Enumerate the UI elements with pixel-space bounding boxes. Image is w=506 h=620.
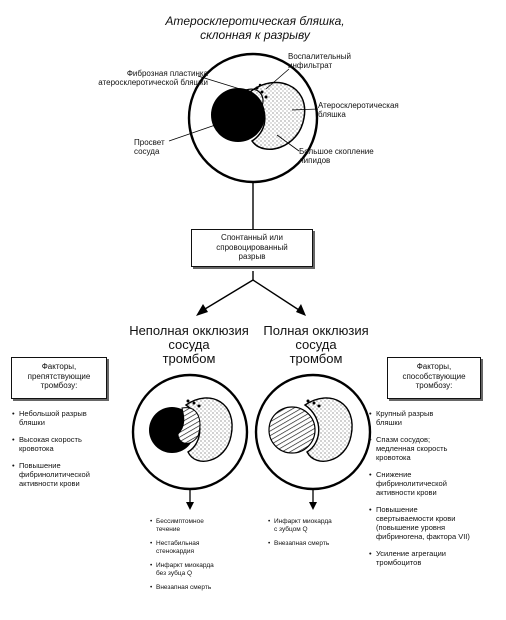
right-flow-arrowhead [296,304,306,316]
incomplete-vessel-cross-section [131,373,249,491]
complete-outcomes-list: Инфаркт миокарда с зубцом Q Внезапная см… [268,518,368,554]
right-factors-list: Крупный разрыв бляшки Спазм сосудов; мед… [369,409,504,575]
complete-plaque [303,397,353,462]
complete-occlusion-title: Полная окклюзия сосуда тромбом [263,323,369,366]
left-factor-item: Высокая скорость кровотока [12,435,124,453]
top-inflammatory-infiltrate [255,83,268,99]
left-factors-box: Факторы, препятствующие тромбозу: [11,357,107,399]
left-factor-item: Повышение фибринолитической активности к… [12,461,124,488]
right-factors-box: Факторы, способствующие тромбозу: [387,357,481,399]
right-factor-item: Спазм сосудов; медленная скорость кровот… [369,435,504,462]
incomplete-outcome-arrowhead [186,502,194,510]
complete-outcome-item: Инфаркт миокарда с зубцом Q [268,518,368,534]
label-inflammatory-infiltrate: Воспалительный инфильтрат [288,52,351,70]
incomplete-thrombus [177,407,201,444]
right-factor-item: Повышение свертываемости крови (повышени… [369,505,504,541]
complete-inflammatory-infiltrate [306,399,321,408]
complete-outcome-item: Внезапная смерть [268,540,368,548]
label-fibrous-cap: Фиброзная пластинка атеросклеротической … [98,69,208,87]
top-vessel-cross-section [187,52,319,184]
label-lipid-pool: Большое скопление липидов [299,147,374,165]
incomplete-outcome-item: Внезапная смерть [150,584,260,592]
flow-connectors [199,182,303,313]
left-factor-item: Небольшой разрыв бляшки [12,409,124,427]
complete-outcome-arrowhead [309,502,317,510]
right-factor-item: Снижение фибринолитической активности кр… [369,470,504,497]
incomplete-occlusion-title: Неполная окклюзия сосуда тромбом [129,323,249,366]
left-flow-arrowhead [196,304,208,316]
incomplete-inflammatory-infiltrate [186,399,201,408]
complete-thrombus [268,406,316,454]
top-lumen [211,88,265,142]
left-factors-list: Небольшой разрыв бляшки Высокая скорость… [12,409,124,496]
incomplete-outcome-item: Нестабильная стенокардия [150,540,260,556]
label-lumen: Просвет сосуда [134,138,165,156]
incomplete-outcome-item: Инфаркт миокарда без зубца Q [150,562,260,578]
rupture-box: Спонтанный или спровоцированный разрыв [191,229,313,267]
leader-lines [168,68,319,152]
right-factor-item: Крупный разрыв бляшки [369,409,504,427]
diagram-title: Атеросклеротическая бляшка, склонная к р… [165,14,345,42]
incomplete-outcome-item: Бессимптомное течение [150,518,260,534]
complete-vessel-cross-section [254,373,372,491]
top-fibrous-cap [245,88,264,107]
label-plaque: Атеросклеротическая бляшка [318,101,399,119]
right-factor-item: Усиление агрегации тромбоцитов [369,549,504,567]
incomplete-outcomes-list: Бессимптомное течение Нестабильная стено… [150,518,260,598]
